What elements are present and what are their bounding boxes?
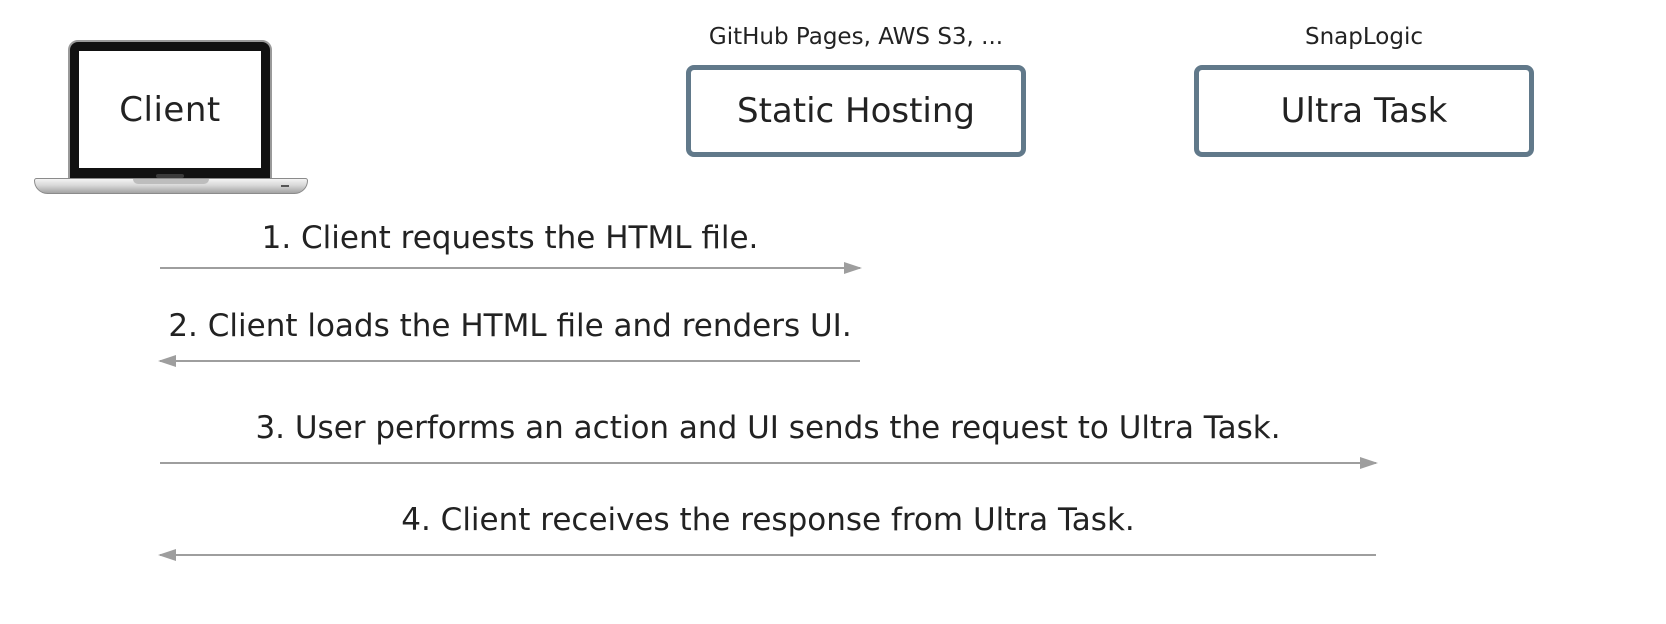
laptop-base bbox=[34, 178, 308, 194]
step-4-label: 4. Client receives the response from Ult… bbox=[401, 502, 1135, 538]
step-1-label: 1. Client requests the HTML file. bbox=[261, 220, 759, 256]
laptop-lid: Client bbox=[68, 40, 272, 182]
ultra-task-box: Ultra Task bbox=[1194, 65, 1534, 157]
client-label: Client bbox=[79, 51, 261, 168]
laptop-notch bbox=[133, 179, 209, 184]
client-laptop-icon: Client bbox=[34, 40, 308, 196]
static-hosting-box: Static Hosting bbox=[686, 65, 1026, 157]
step-3-label: 3. User performs an action and UI sends … bbox=[255, 410, 1281, 446]
static-hosting-caption: GitHub Pages, AWS S3, ... bbox=[708, 24, 1004, 50]
step-2-label: 2. Client loads the HTML file and render… bbox=[168, 308, 852, 344]
laptop-brand-mark bbox=[156, 174, 184, 178]
ultra-task-caption: SnapLogic bbox=[1305, 24, 1423, 50]
laptop-led bbox=[281, 185, 289, 187]
